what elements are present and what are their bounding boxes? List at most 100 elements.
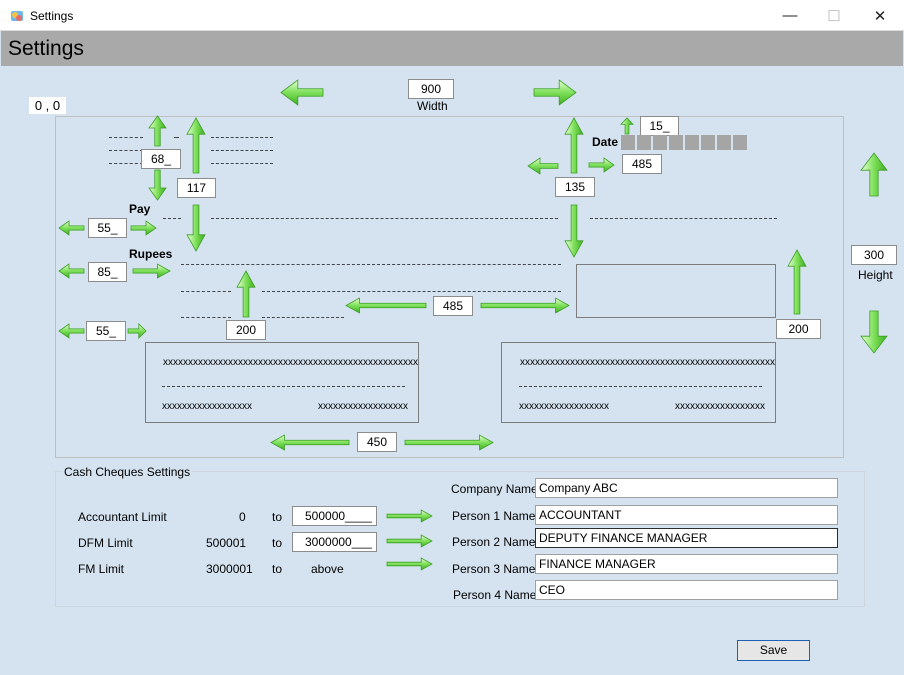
app-icon <box>11 11 23 21</box>
person-1-label: Person 1 Name <box>452 509 536 523</box>
arrow-shape <box>533 79 577 106</box>
pay-right-arrow[interactable] <box>130 220 157 236</box>
offset-68-down-arrow[interactable] <box>148 169 167 201</box>
limit-1-arrow <box>386 509 433 523</box>
width-label: Width <box>417 99 448 113</box>
date-label: Date <box>592 135 619 149</box>
window-title: Settings <box>30 9 74 23</box>
limit-3-arrow <box>386 557 433 571</box>
date-cell <box>701 135 715 150</box>
sign-offset-left-input[interactable]: 200 <box>226 320 266 340</box>
arrow-shape <box>236 270 256 318</box>
height-input[interactable]: 300 <box>851 245 897 265</box>
sign-offset-right-input[interactable]: 200 <box>776 319 821 339</box>
offset-117-up-arrow[interactable] <box>186 117 206 174</box>
person-2-input[interactable]: DEPUTY FINANCE MANAGER <box>535 528 838 548</box>
mid-485-left-arrow[interactable] <box>345 297 427 314</box>
date-offset-input[interactable]: 485 <box>622 154 662 174</box>
date-cell <box>653 135 667 150</box>
person-1-input[interactable]: ACCOUNTANT <box>535 505 838 525</box>
rupees-offset-input[interactable]: 85_ <box>88 262 127 282</box>
arrow-shape <box>280 79 324 106</box>
offset-117-input[interactable]: 117 <box>177 178 216 198</box>
width-input[interactable]: 900 <box>408 79 454 99</box>
right-sign-name-left: xxxxxxxxxxxxxxxxxx <box>519 401 609 412</box>
arrow-shape <box>130 220 157 236</box>
accountant-limit-to-input[interactable]: 500000____ <box>292 506 377 526</box>
arrow-shape <box>58 220 85 236</box>
date-cell <box>637 135 651 150</box>
width-decrease-arrow[interactable] <box>280 79 324 106</box>
right-sign-up-arrow[interactable] <box>787 249 807 315</box>
dfm-limit-label: DFM Limit <box>78 536 133 550</box>
page-title: Settings <box>8 37 84 60</box>
rupees-dash-line <box>262 317 344 318</box>
height-decrease-arrow[interactable] <box>860 310 888 354</box>
left-sign-dash <box>162 386 405 387</box>
pay-left-arrow[interactable] <box>58 220 85 236</box>
rupees-dash-line <box>181 317 231 318</box>
arrow-shape <box>127 323 147 339</box>
person-4-label: Person 4 Name <box>453 588 537 602</box>
amount-box <box>576 264 776 318</box>
cash-cheques-title: Cash Cheques Settings <box>62 465 193 479</box>
width-increase-arrow[interactable] <box>533 79 577 106</box>
offset-135-down-arrow[interactable] <box>564 204 584 258</box>
height-increase-arrow[interactable] <box>860 152 888 197</box>
person-4-input[interactable]: CEO <box>535 580 838 600</box>
date-right-arrow[interactable] <box>588 157 615 173</box>
arrow-shape <box>386 509 433 523</box>
left-sign-name-left: xxxxxxxxxxxxxxxxxx <box>162 401 252 412</box>
rupees-label: Rupees <box>129 247 173 261</box>
arrow-shape <box>270 434 350 451</box>
arrow-shape <box>588 157 615 173</box>
dash-line <box>109 137 143 138</box>
arrow-shape <box>58 323 85 339</box>
cash-cheques-groupbox <box>55 471 865 607</box>
person-3-input[interactable]: FINANCE MANAGER <box>535 554 838 574</box>
rupees-dash-line <box>181 264 561 265</box>
offset-135-up-arrow[interactable] <box>564 117 584 174</box>
date-cell <box>717 135 731 150</box>
minimize-button[interactable]: — <box>782 7 798 24</box>
right-sign-dash <box>519 386 762 387</box>
company-name-label: Company Name <box>451 482 538 496</box>
mid-485-input[interactable]: 485 <box>433 296 473 316</box>
offset-68-input[interactable]: 68_ <box>141 149 181 169</box>
close-button[interactable]: ✕ <box>873 7 887 25</box>
arrow-shape <box>860 310 888 354</box>
rupees-left-arrow[interactable] <box>58 263 85 279</box>
date-top-offset-input[interactable]: 15_ <box>640 116 679 136</box>
rupees-right-arrow[interactable] <box>132 263 171 279</box>
sign-right-arrow[interactable] <box>127 323 147 339</box>
sign-offset-input[interactable]: 55_ <box>86 321 126 341</box>
offset-68-up-arrow[interactable] <box>148 115 167 147</box>
origin-label: 0 , 0 <box>29 97 66 114</box>
accountant-limit-from: 0 <box>239 510 246 524</box>
offset-117-down-arrow[interactable] <box>186 204 206 252</box>
dash-line <box>211 150 273 151</box>
header-band <box>1 31 903 66</box>
mid-485-right-arrow[interactable] <box>480 297 570 314</box>
pay-dash-line <box>211 218 558 219</box>
company-name-input[interactable]: Company ABC <box>535 478 838 498</box>
arrow-shape <box>787 249 807 315</box>
to-label: to <box>272 536 283 550</box>
sign-offset-up-arrow[interactable] <box>236 270 256 318</box>
fm-limit-to: above <box>311 562 344 576</box>
offset-135-input[interactable]: 135 <box>555 177 595 197</box>
title-bar <box>0 0 904 31</box>
sign-gap-left-arrow[interactable] <box>270 434 350 451</box>
save-button[interactable]: Save <box>737 640 810 661</box>
date-left-arrow[interactable] <box>527 157 559 175</box>
date-up-arrow[interactable] <box>620 117 634 135</box>
maximize-button[interactable]: ☐ <box>827 7 841 25</box>
right-signature-box <box>501 342 776 423</box>
sign-left-arrow[interactable] <box>58 323 85 339</box>
pay-offset-input[interactable]: 55_ <box>88 218 127 238</box>
to-label: to <box>272 562 283 576</box>
dfm-limit-to-input[interactable]: 3000000___ <box>292 532 377 552</box>
accountant-limit-label: Accountant Limit <box>78 510 167 524</box>
sign-gap-right-arrow[interactable] <box>404 434 494 451</box>
sign-gap-input[interactable]: 450 <box>357 432 397 452</box>
